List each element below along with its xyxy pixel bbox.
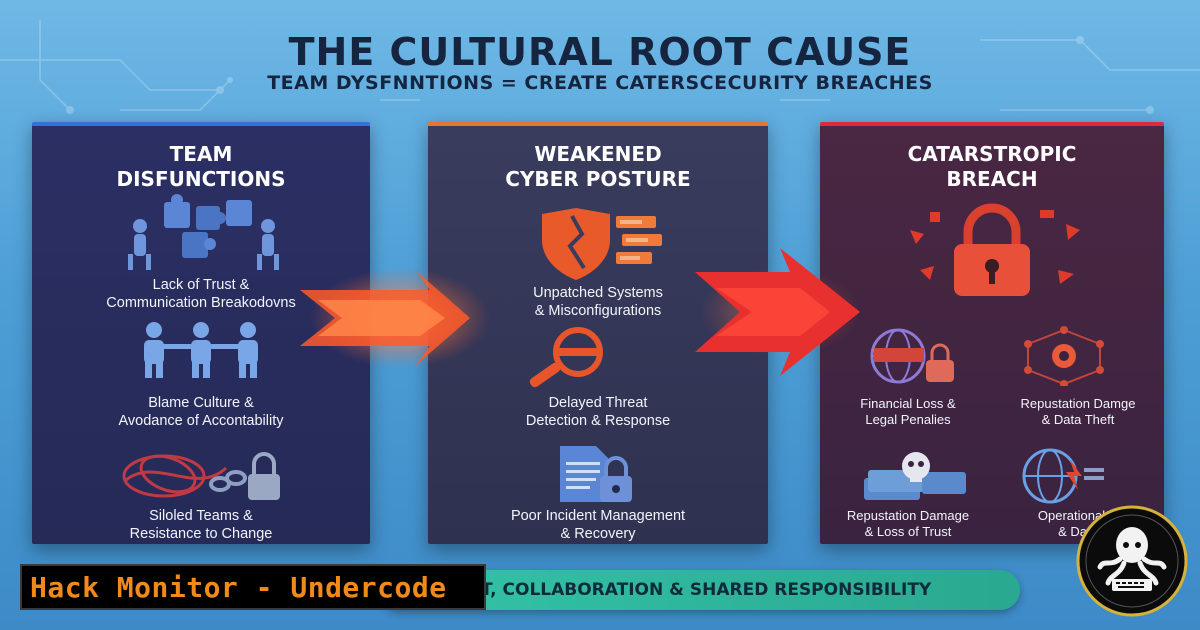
- page-subtitle: TEAM DYSFNNTIONS = CREATE CATERSCECURITY…: [267, 72, 933, 94]
- globe-lock-icon: [870, 328, 954, 384]
- item-label: Lack of Trust & Communication Breakodovn…: [106, 277, 296, 311]
- banner-text: ST, COLLABORATION & SHARED RESPONSIBILIT…: [468, 580, 932, 600]
- document-lock-icon: [560, 446, 632, 502]
- exploding-padlock-icon: [910, 203, 1080, 296]
- item-label: Siloled Teams & Resistance to Change: [129, 508, 273, 542]
- panel-weakened-cyber-posture: WEAKENED CYBER POSTURE Unpatched Systems…: [428, 122, 768, 544]
- item-label: Repustation Damage & Loss of Trust: [846, 508, 970, 539]
- blame-people-icon: [144, 322, 258, 378]
- chain-lock-icon: [122, 452, 280, 500]
- item-label: Financial Loss & Legal Penalies: [860, 396, 956, 427]
- octopus-logo-icon: [1076, 505, 1188, 617]
- brand-text: Hack Monitor - Undercode: [30, 570, 447, 604]
- item-label: Blame Culture & Avodance of Accontabilit…: [118, 395, 284, 429]
- panel-title: WEAKENED CYBER POSTURE: [505, 142, 691, 191]
- item-label: Repustation Damge & Data Theft: [1020, 396, 1136, 427]
- item-label: Delayed Threat Detection & Response: [525, 395, 671, 429]
- magnifier-icon: [529, 327, 603, 388]
- panel-catastrophic-breach: CATARSTROPIC BREACH Financial Loss & Leg…: [820, 122, 1164, 544]
- page-title: THE CULTURAL ROOT CAUSE: [288, 30, 912, 74]
- panel-title: TEAM DISFUNCTIONS: [116, 142, 286, 191]
- panel-title: CATARSTROPIC BREACH: [907, 142, 1077, 191]
- globe-download-icon: [1022, 448, 1104, 504]
- brand-watermark: Hack Monitor - Undercode: [20, 564, 486, 610]
- virus-network-icon: [1024, 326, 1104, 386]
- item-label: Unpatched Systems & Misconfigurations: [533, 285, 663, 319]
- money-skull-icon: [864, 452, 966, 500]
- panel-team-dysfunctions: TEAM DISFUNCTIONS Lack of Trust & Commun…: [32, 122, 370, 544]
- item-label: Poor Incident Management & Recovery: [510, 508, 686, 542]
- puzzle-people-icon: [128, 194, 279, 270]
- bottom-banner: ST, COLLABORATION & SHARED RESPONSIBILIT…: [380, 570, 1020, 610]
- broken-shield-icon: [542, 208, 662, 280]
